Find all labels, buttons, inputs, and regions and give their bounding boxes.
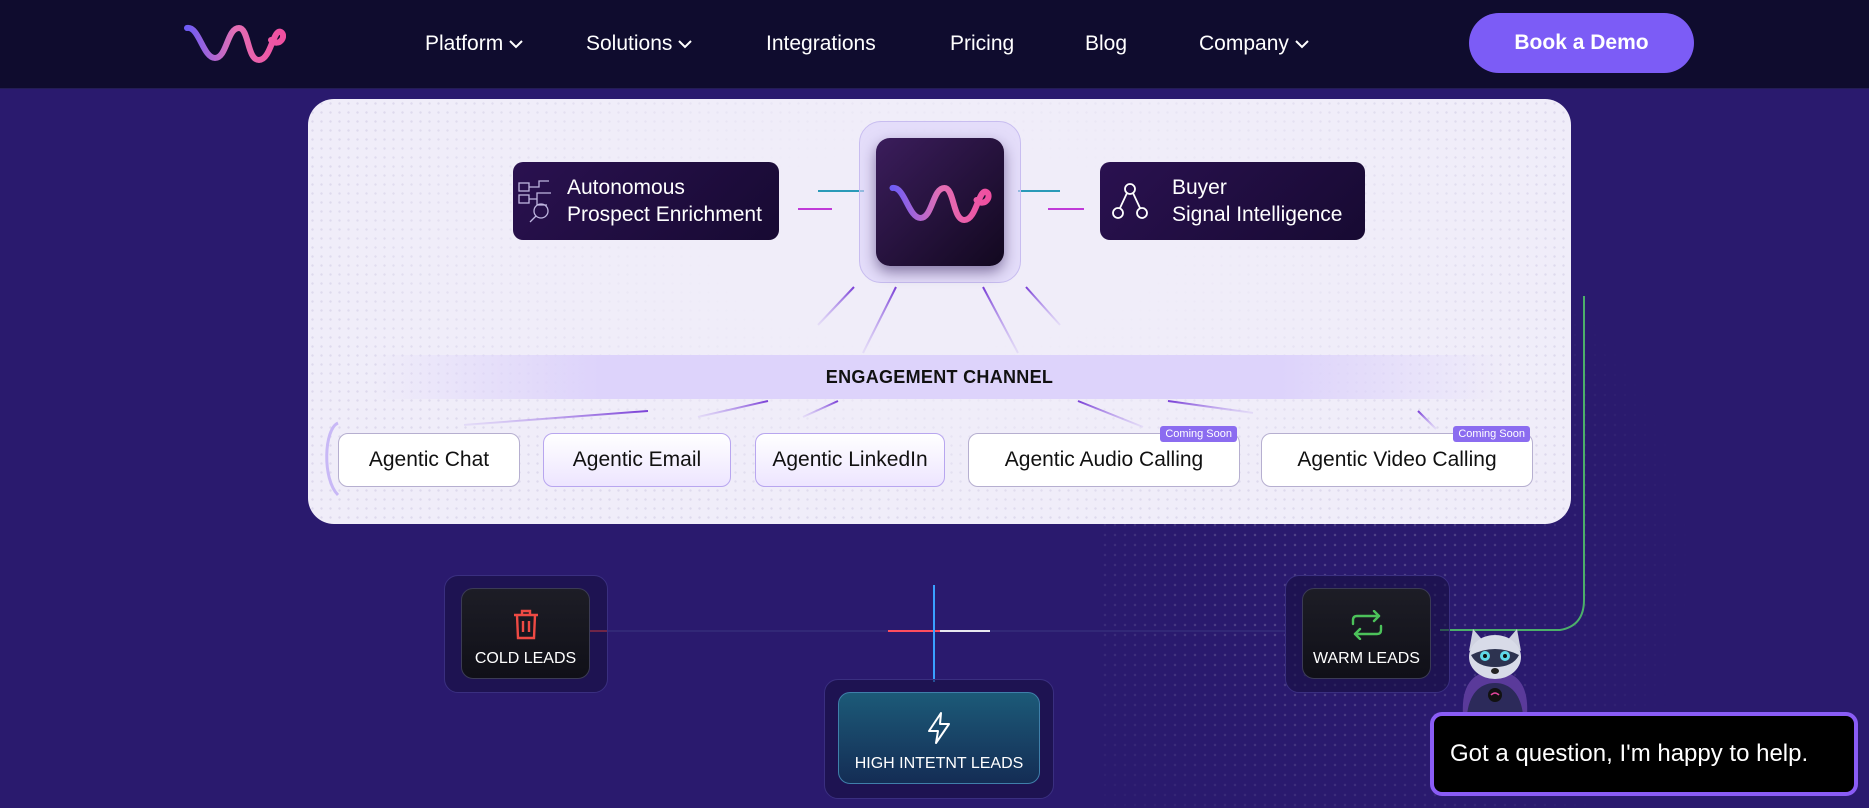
- top-navigation: Platform Solutions Integrations Pricing …: [0, 0, 1869, 89]
- nav-blog-label: Blog: [1085, 32, 1128, 55]
- nav-platform[interactable]: Platform: [425, 32, 586, 56]
- center-hub: [859, 121, 1021, 283]
- raccoon-mascot-icon[interactable]: [1455, 625, 1535, 715]
- prospect-enrichment-line1: Autonomous: [567, 176, 685, 199]
- buyer-signal-line2: Signal Intelligence: [1172, 203, 1343, 226]
- nav-integrations-label: Integrations: [766, 32, 876, 55]
- chevron-down-icon: [509, 40, 523, 49]
- engagement-channel-label: ENGAGEMENT CHANNEL: [825, 367, 1054, 387]
- nodes-icon: [1112, 183, 1148, 219]
- nav-solutions-label: Solutions: [586, 32, 673, 55]
- nav-pricing[interactable]: Pricing: [950, 32, 1085, 56]
- channel-agentic-chat[interactable]: Agentic Chat: [338, 433, 520, 487]
- nav-platform-label: Platform: [425, 32, 504, 55]
- channel-label: Agentic Audio Calling: [1004, 448, 1204, 471]
- nav-company-label: Company: [1199, 32, 1289, 55]
- network-search-icon: [518, 180, 551, 223]
- repeat-icon: [1351, 610, 1382, 640]
- cold-leads-tile[interactable]: COLD LEADS: [461, 588, 590, 679]
- channel-agentic-audio-calling[interactable]: Agentic Audio Calling Coming Soon: [968, 426, 1240, 487]
- nav-solutions[interactable]: Solutions: [586, 32, 766, 56]
- nav-company[interactable]: Company: [1199, 32, 1329, 56]
- coming-soon-badge: Coming Soon: [1160, 426, 1237, 442]
- buyer-signal-node: Buyer Signal Intelligence: [1100, 162, 1365, 240]
- channel-label: Agentic Video Calling: [1297, 448, 1497, 471]
- channel-agentic-linkedin[interactable]: Agentic LinkedIn: [755, 433, 945, 487]
- prospect-enrichment-line2: Prospect Enrichment: [567, 203, 762, 226]
- book-demo-button[interactable]: Book a Demo: [1469, 13, 1694, 73]
- nav-menu: Platform Solutions Integrations Pricing …: [425, 0, 1329, 88]
- coming-soon-badge: Coming Soon: [1453, 426, 1530, 442]
- channel-label: Agentic LinkedIn: [772, 448, 928, 471]
- nav-pricing-label: Pricing: [950, 32, 1015, 55]
- prospect-enrichment-node: Autonomous Prospect Enrichment: [513, 162, 779, 240]
- high-intent-leads-label: HIGH INTETNT LEADS: [854, 755, 1024, 772]
- high-intent-leads-tile[interactable]: HIGH INTETNT LEADS: [838, 692, 1040, 784]
- cold-leads-label: COLD LEADS: [474, 650, 577, 667]
- trash-icon: [513, 609, 538, 640]
- center-logo-tile: [876, 138, 1004, 266]
- chevron-down-icon: [1295, 40, 1309, 49]
- warm-leads-label: WARM LEADS: [1313, 650, 1420, 667]
- brand-logo-icon: [889, 184, 992, 224]
- lightning-icon: [928, 712, 950, 744]
- nav-integrations[interactable]: Integrations: [766, 32, 950, 56]
- chevron-down-icon: [678, 40, 693, 49]
- channel-agentic-email[interactable]: Agentic Email: [543, 433, 731, 487]
- channel-label: Agentic Chat: [368, 448, 490, 471]
- chat-prompt-text: Got a question, I'm happy to help.: [1450, 740, 1809, 767]
- brand-logo[interactable]: [183, 18, 286, 68]
- connector-rays: [325, 190, 1437, 497]
- engagement-channel-band: [372, 355, 1508, 399]
- warm-leads-tile[interactable]: WARM LEADS: [1302, 588, 1431, 679]
- channel-label: Agentic Email: [572, 448, 702, 471]
- buyer-signal-line1: Buyer: [1172, 176, 1227, 199]
- engagement-diagram-card: Autonomous Prospect Enrichment: [308, 99, 1571, 524]
- nav-blog[interactable]: Blog: [1085, 32, 1199, 56]
- chat-prompt-bubble[interactable]: Got a question, I'm happy to help.: [1430, 712, 1858, 796]
- channel-agentic-video-calling[interactable]: Agentic Video Calling Coming Soon: [1261, 426, 1533, 487]
